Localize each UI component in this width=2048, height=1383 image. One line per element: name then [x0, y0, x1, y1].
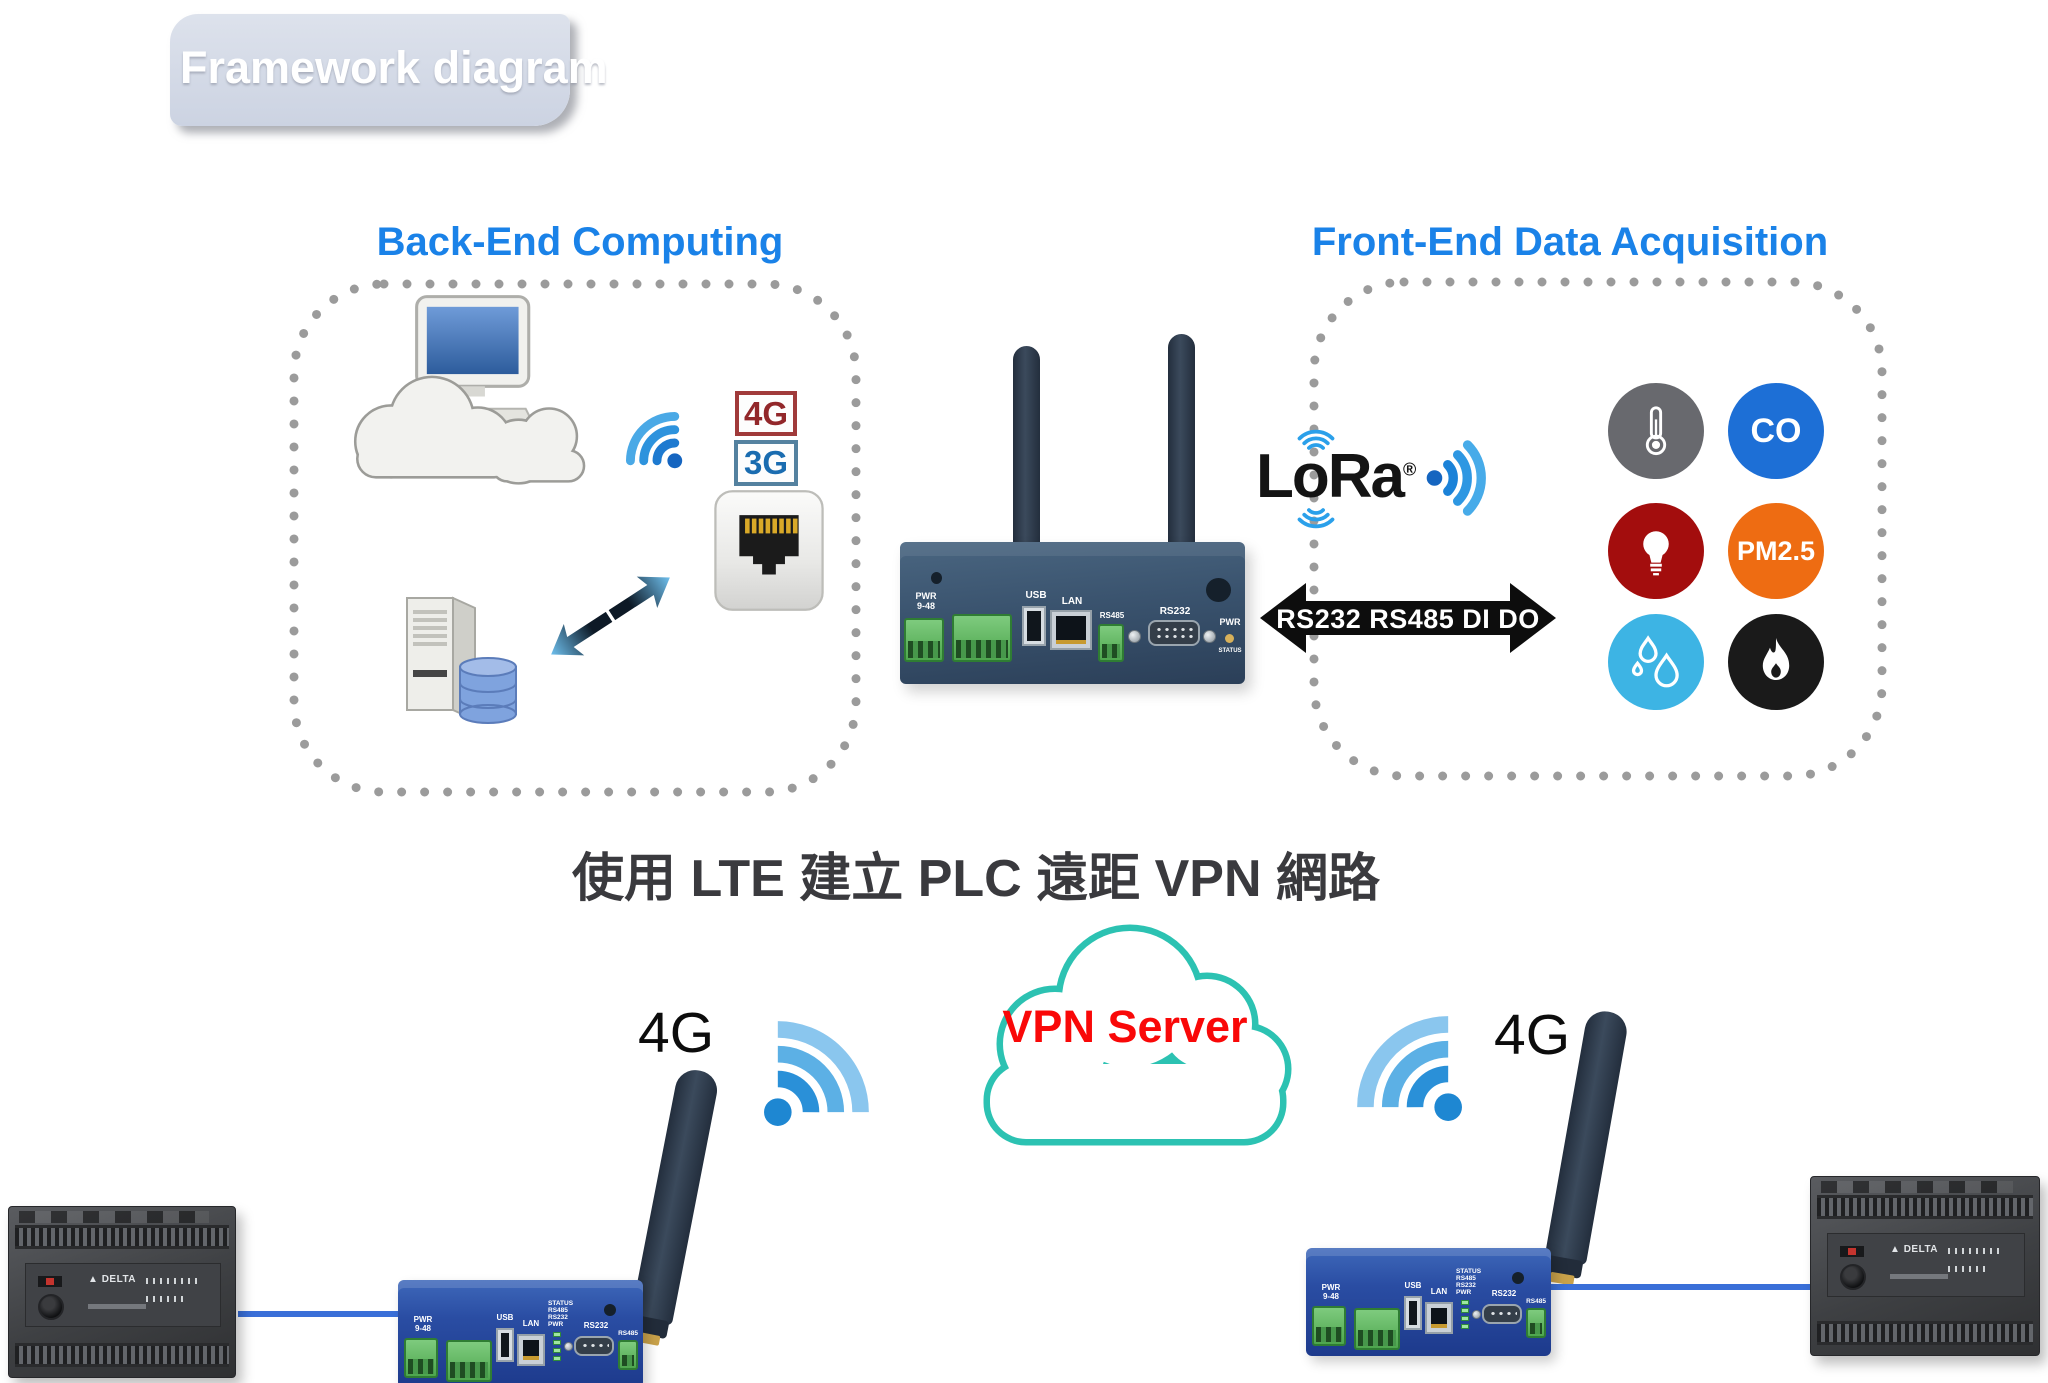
lora-brand-text: LoRa: [1256, 442, 1405, 511]
frontend-dotted-box: [1309, 277, 1887, 781]
link-line-left: [238, 1311, 398, 1317]
left-4g-label: 4G: [638, 1001, 715, 1065]
com-port: [38, 1294, 64, 1320]
header-banner: Framework diagram: [170, 14, 608, 126]
wifi-icon: [625, 411, 683, 469]
label-status: STATUS: [1218, 648, 1242, 654]
label-pwr-led: PWR: [1219, 617, 1241, 627]
label-rs485: RS485: [1526, 1298, 1546, 1305]
label-usb: USB: [1025, 590, 1047, 601]
status-leds: [553, 1332, 561, 1361]
io-terminal: [446, 1340, 492, 1382]
cloud-outline-icon: [983, 924, 1292, 1146]
caption-lte-vpn: 使用 LTE 建立 PLC 遠距 VPN 網路: [572, 850, 1380, 908]
sync-arrow-icon: [551, 576, 670, 656]
sensor-pm25-label: PM2.5: [1736, 535, 1816, 566]
label-lan: LAN: [522, 1319, 540, 1328]
io-terminal: [1354, 1308, 1400, 1350]
bus-arrow-label: RS232 RS485 DI DO: [1276, 604, 1540, 634]
sensor-light: [1608, 503, 1704, 599]
link-line-right: [1546, 1284, 1812, 1290]
right-4g-label: 4G: [1494, 1003, 1571, 1067]
double-arrow-icon: [1260, 583, 1556, 653]
sensor-temperature: [1608, 383, 1704, 479]
label-rs232: RS232: [1159, 606, 1191, 617]
label-usb: USB: [1404, 1281, 1422, 1290]
rs232-port: [1148, 620, 1200, 646]
badge-3g: 3G: [734, 440, 798, 486]
power-led: [1225, 634, 1234, 643]
label-rs232: RS232: [1491, 1289, 1517, 1298]
water-drops-icon: [1631, 635, 1679, 688]
backend-dotted-box: [289, 279, 861, 797]
thermometer-icon: [1645, 406, 1667, 456]
registered-mark: ®: [1403, 459, 1417, 480]
left-plc: ▲ DELTA: [8, 1206, 236, 1378]
usb-port: [1022, 606, 1046, 646]
wifi-icon: [1426, 440, 1486, 516]
sensor-co-label: CO: [1750, 411, 1802, 450]
usb-port: [496, 1328, 514, 1362]
rs485-terminal: [618, 1340, 638, 1370]
wifi-icon: [764, 1021, 869, 1126]
wifi-icon: [1357, 1016, 1462, 1121]
backend-title: Back-End Computing: [376, 220, 784, 264]
lan-port: [1425, 1302, 1453, 1334]
router-antenna-icon: [630, 1066, 721, 1346]
vpn-cloud: VPN Server: [935, 893, 1335, 1165]
plc-brand: ▲ DELTA: [88, 1274, 137, 1285]
bulb-icon: [1643, 531, 1669, 576]
sensor-fire: [1728, 614, 1824, 710]
lora-arcs-bottom-icon: [1297, 508, 1335, 529]
rs232-port: [574, 1336, 614, 1356]
rs485-terminal: [1526, 1308, 1546, 1338]
lan-port: [1050, 610, 1092, 650]
lora-logo: LoRa®: [1250, 425, 1520, 535]
plc-brand: ▲ DELTA: [1890, 1244, 1939, 1255]
run-stop-switch: [1840, 1246, 1864, 1257]
router-antenna-icon: [1168, 334, 1195, 546]
label-rs232: RS232: [583, 1321, 609, 1330]
power-terminal: [404, 1338, 438, 1378]
label-lan: LAN: [1061, 596, 1083, 607]
cloud-computing-icon: [353, 295, 586, 485]
io-terminal: [952, 614, 1012, 662]
label-rs485: RS485: [1099, 611, 1125, 620]
label-rs485: RS485: [618, 1330, 638, 1337]
rs232-port: [1482, 1304, 1522, 1324]
usb-port: [1404, 1296, 1422, 1330]
bus-arrow: RS232 RS485 DI DO: [1258, 580, 1558, 656]
lan-port: [517, 1334, 545, 1366]
server-database-icon: [406, 596, 517, 724]
label-usb: USB: [496, 1313, 514, 1322]
page-title: Framework diagram: [180, 42, 608, 93]
power-terminal: [904, 618, 944, 662]
com-port: [1840, 1264, 1866, 1290]
lora-arcs-top-icon: [1297, 429, 1335, 450]
flame-icon: [1762, 638, 1790, 680]
rs485-terminal: [1098, 624, 1124, 662]
ethernet-port-icon: [714, 490, 824, 611]
label-lan: LAN: [1430, 1287, 1448, 1296]
status-leds: [1461, 1300, 1469, 1329]
sensor-pm25: PM2.5: [1728, 503, 1824, 599]
vpn-server-label: VPN Server: [1002, 1001, 1248, 1052]
power-terminal: [1312, 1306, 1346, 1346]
sensor-humidity: [1608, 614, 1704, 710]
right-plc: ▲ DELTA: [1810, 1176, 2040, 1356]
sensor-co: CO: [1728, 383, 1824, 479]
badge-4g: 4G: [735, 391, 797, 436]
frontend-title: Front-End Data Acquisition: [1311, 220, 1829, 264]
run-stop-switch: [38, 1276, 62, 1287]
router-antenna-icon: [1013, 346, 1040, 546]
